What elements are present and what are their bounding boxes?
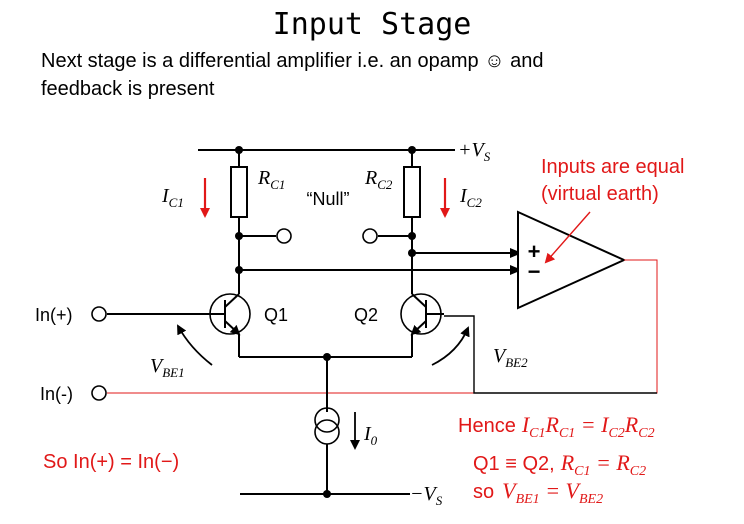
current-source-i0	[314, 407, 340, 498]
in-plus-label: In(+)	[35, 305, 73, 325]
resistor-rc1	[230, 150, 248, 236]
vbe1-arrow-icon	[177, 324, 213, 366]
vbe2-label: VBE2	[493, 345, 528, 370]
transistor-q1	[107, 293, 251, 336]
vbe1-label: VBE1	[150, 355, 185, 380]
subtitle-line-2: feedback is present	[41, 78, 215, 100]
feedback-to-q2-base	[444, 315, 657, 394]
in-minus-label: In(-)	[40, 384, 73, 404]
inputs-equal-note-2: (virtual earth)	[541, 183, 659, 205]
transistor-q2	[400, 293, 444, 336]
q1-label: Q1	[264, 305, 288, 325]
q2-label: Q2	[354, 305, 378, 325]
page-title: Input Stage	[273, 7, 472, 42]
so-inputs-equal-note: So In(+) = In(−)	[43, 451, 179, 473]
emitter-tail	[238, 334, 413, 412]
resistor-rc2	[403, 150, 421, 236]
i0-label: I0	[363, 423, 378, 448]
positive-supply-rail	[198, 146, 455, 154]
opamp-plus-label: +	[528, 239, 541, 264]
ic1-label: IC1	[161, 185, 184, 210]
rc2-label: RC2	[364, 167, 393, 192]
null-terminals	[235, 228, 416, 244]
virtual-earth-arrow-icon	[544, 211, 591, 264]
in-plus-terminal[interactable]	[91, 306, 107, 322]
inputs-equal-note-1: Inputs are equal	[541, 156, 684, 178]
opamp-minus-label: −	[528, 259, 541, 284]
subtitle-line-1: Next stage is a differential amplifier i…	[41, 50, 544, 72]
matched-transistors-note: Q1 ≡ Q2,RC1 = RC2	[473, 450, 646, 479]
vbe2-arrow-icon	[431, 326, 470, 366]
vs-negative-label: −VS	[410, 483, 443, 508]
vs-positive-label: +VS	[458, 139, 491, 164]
feedback-wire-red	[107, 259, 658, 394]
rc1-label: RC1	[257, 167, 285, 192]
null-label: “Null”	[307, 189, 350, 209]
ic2-label: IC2	[459, 185, 482, 210]
in-minus-terminal[interactable]	[91, 385, 107, 401]
opamp	[517, 210, 627, 310]
